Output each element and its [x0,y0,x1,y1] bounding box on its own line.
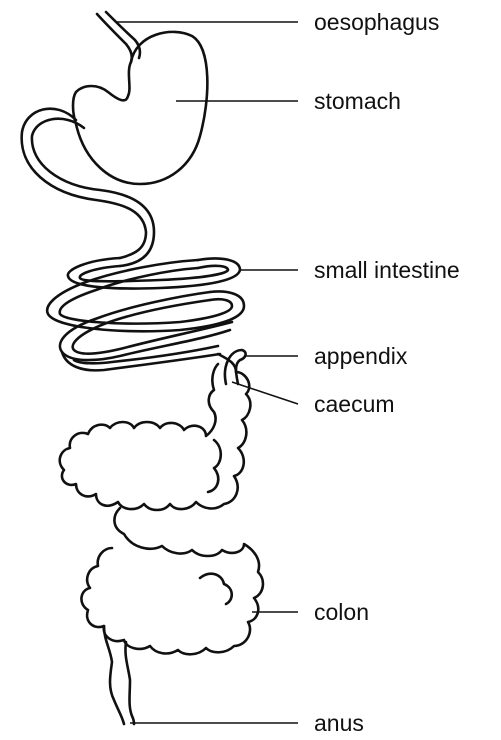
label-stomach: stomach [314,88,401,114]
leader-caecum [232,382,298,404]
label-colon: colon [314,599,369,625]
label-small-intestine: small intestine [314,257,460,283]
label-oesophagus: oesophagus [314,9,439,35]
colon [60,354,263,654]
small-intestine [47,258,244,370]
label-caecum: caecum [314,391,395,417]
label-appendix: appendix [314,343,408,369]
label-anus: anus [314,710,364,736]
